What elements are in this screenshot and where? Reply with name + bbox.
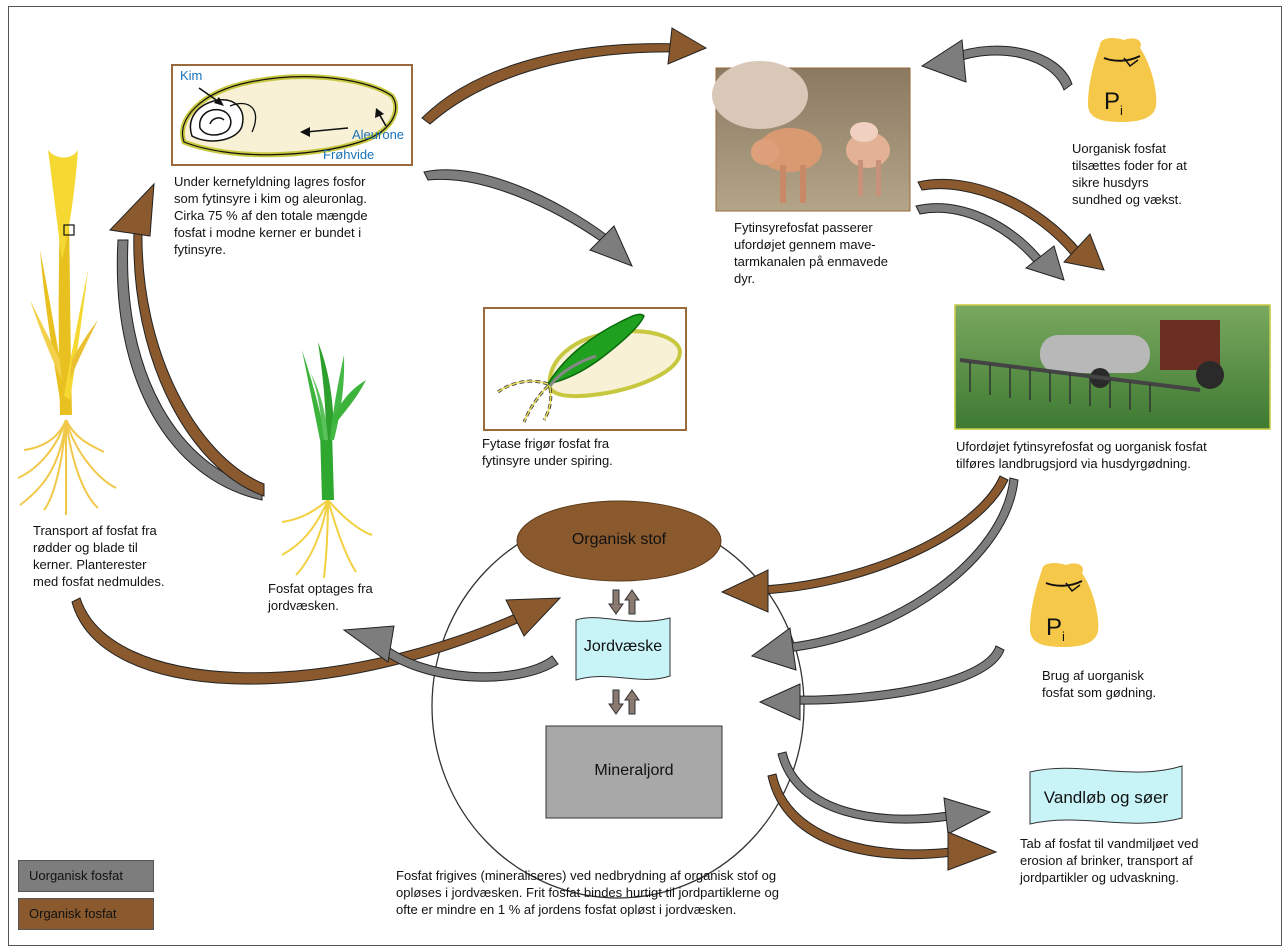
arrow-soil-to-water-organic (767, 773, 998, 871)
arrow-plant-to-kernel (108, 182, 265, 501)
sack-feed-label: Pi (1104, 88, 1123, 118)
germination-illustration (483, 307, 687, 431)
arrow-kernel-to-pigs (421, 27, 708, 125)
caption-feed-phosphate: Uorganisk fosfat tilsættes foder for at … (1072, 141, 1187, 207)
exchange-arrows-upper (608, 589, 640, 615)
arrow-soilwater-to-plant (342, 625, 559, 682)
grain-label-aleurone: Aleurone (352, 127, 405, 142)
pigs-photo (712, 61, 911, 212)
water-body-label: Vandløb og søer (1043, 788, 1169, 807)
mineral-soil-shape (545, 725, 723, 819)
diagram-frame (8, 6, 1282, 946)
arrow-feed-to-pigs (920, 39, 1073, 91)
caption-loss: Tab af fosfat til vandmiljøet ved erosio… (1020, 836, 1199, 885)
arrow-pigs-to-field-organic (917, 178, 1105, 271)
grain-label-frohvide: Frøhvide (323, 147, 375, 162)
arrow-residue-to-soil (71, 597, 562, 685)
caption-manure: Ufordøjet fytinsyrefosfat og uorganisk f… (956, 439, 1207, 471)
arrow-soil-to-water-inorganic (777, 751, 992, 835)
soil-water-shape (575, 617, 671, 681)
water-body-shape (1029, 765, 1183, 825)
mineral-soil-label: Mineraljord (594, 762, 674, 779)
exchange-arrows-lower (608, 689, 640, 715)
caption-uptake: Fosfat optages fra jordvæsken. (268, 581, 373, 613)
phosphate-sack-fertilizer-icon (1030, 562, 1099, 647)
organic-matter-label: Organisk stof (571, 531, 667, 548)
legend-inorganic: Uorganisk fosfat (18, 860, 154, 892)
sack-fertilizer-label: Pi (1046, 614, 1065, 644)
soil-water-label: Jordvæske (583, 638, 663, 655)
grain-section-illustration (171, 64, 413, 166)
caption-fertilizer: Brug af uorganisk fosfat som gødning. (1042, 668, 1157, 700)
phosphate-sack-feed-icon (1088, 37, 1157, 122)
wheat-plant-illustration (17, 150, 117, 515)
caption-kernel: Under kernefyldning lagres fosfor som fy… (174, 174, 368, 257)
caption-mineralisation: Fosfat frigives (mineraliseres) ved nedb… (396, 868, 779, 917)
grain-label-kim: Kim (180, 68, 203, 83)
manure-spreading-photo (954, 304, 1271, 430)
caption-transport: Transport af fosfat fra rødder og blade … (33, 523, 165, 589)
caption-pigs: Fytinsyrefosfat passerer ufordøjet genne… (734, 220, 888, 286)
legend-organic: Organisk fosfat (18, 898, 154, 930)
arrow-manure-to-organic (720, 475, 1009, 613)
seedling-illustration (281, 342, 373, 579)
organic-matter-shape (516, 500, 722, 582)
arrow-manure-to-soilwater (750, 477, 1019, 671)
caption-germination: Fytase frigør fosfat fra fytinsyre under… (482, 436, 613, 468)
arrow-kernel-to-germination (423, 169, 633, 267)
arrow-fertilizer-to-soil (758, 645, 1005, 721)
arrow-pigs-to-field-inorganic (915, 203, 1065, 281)
